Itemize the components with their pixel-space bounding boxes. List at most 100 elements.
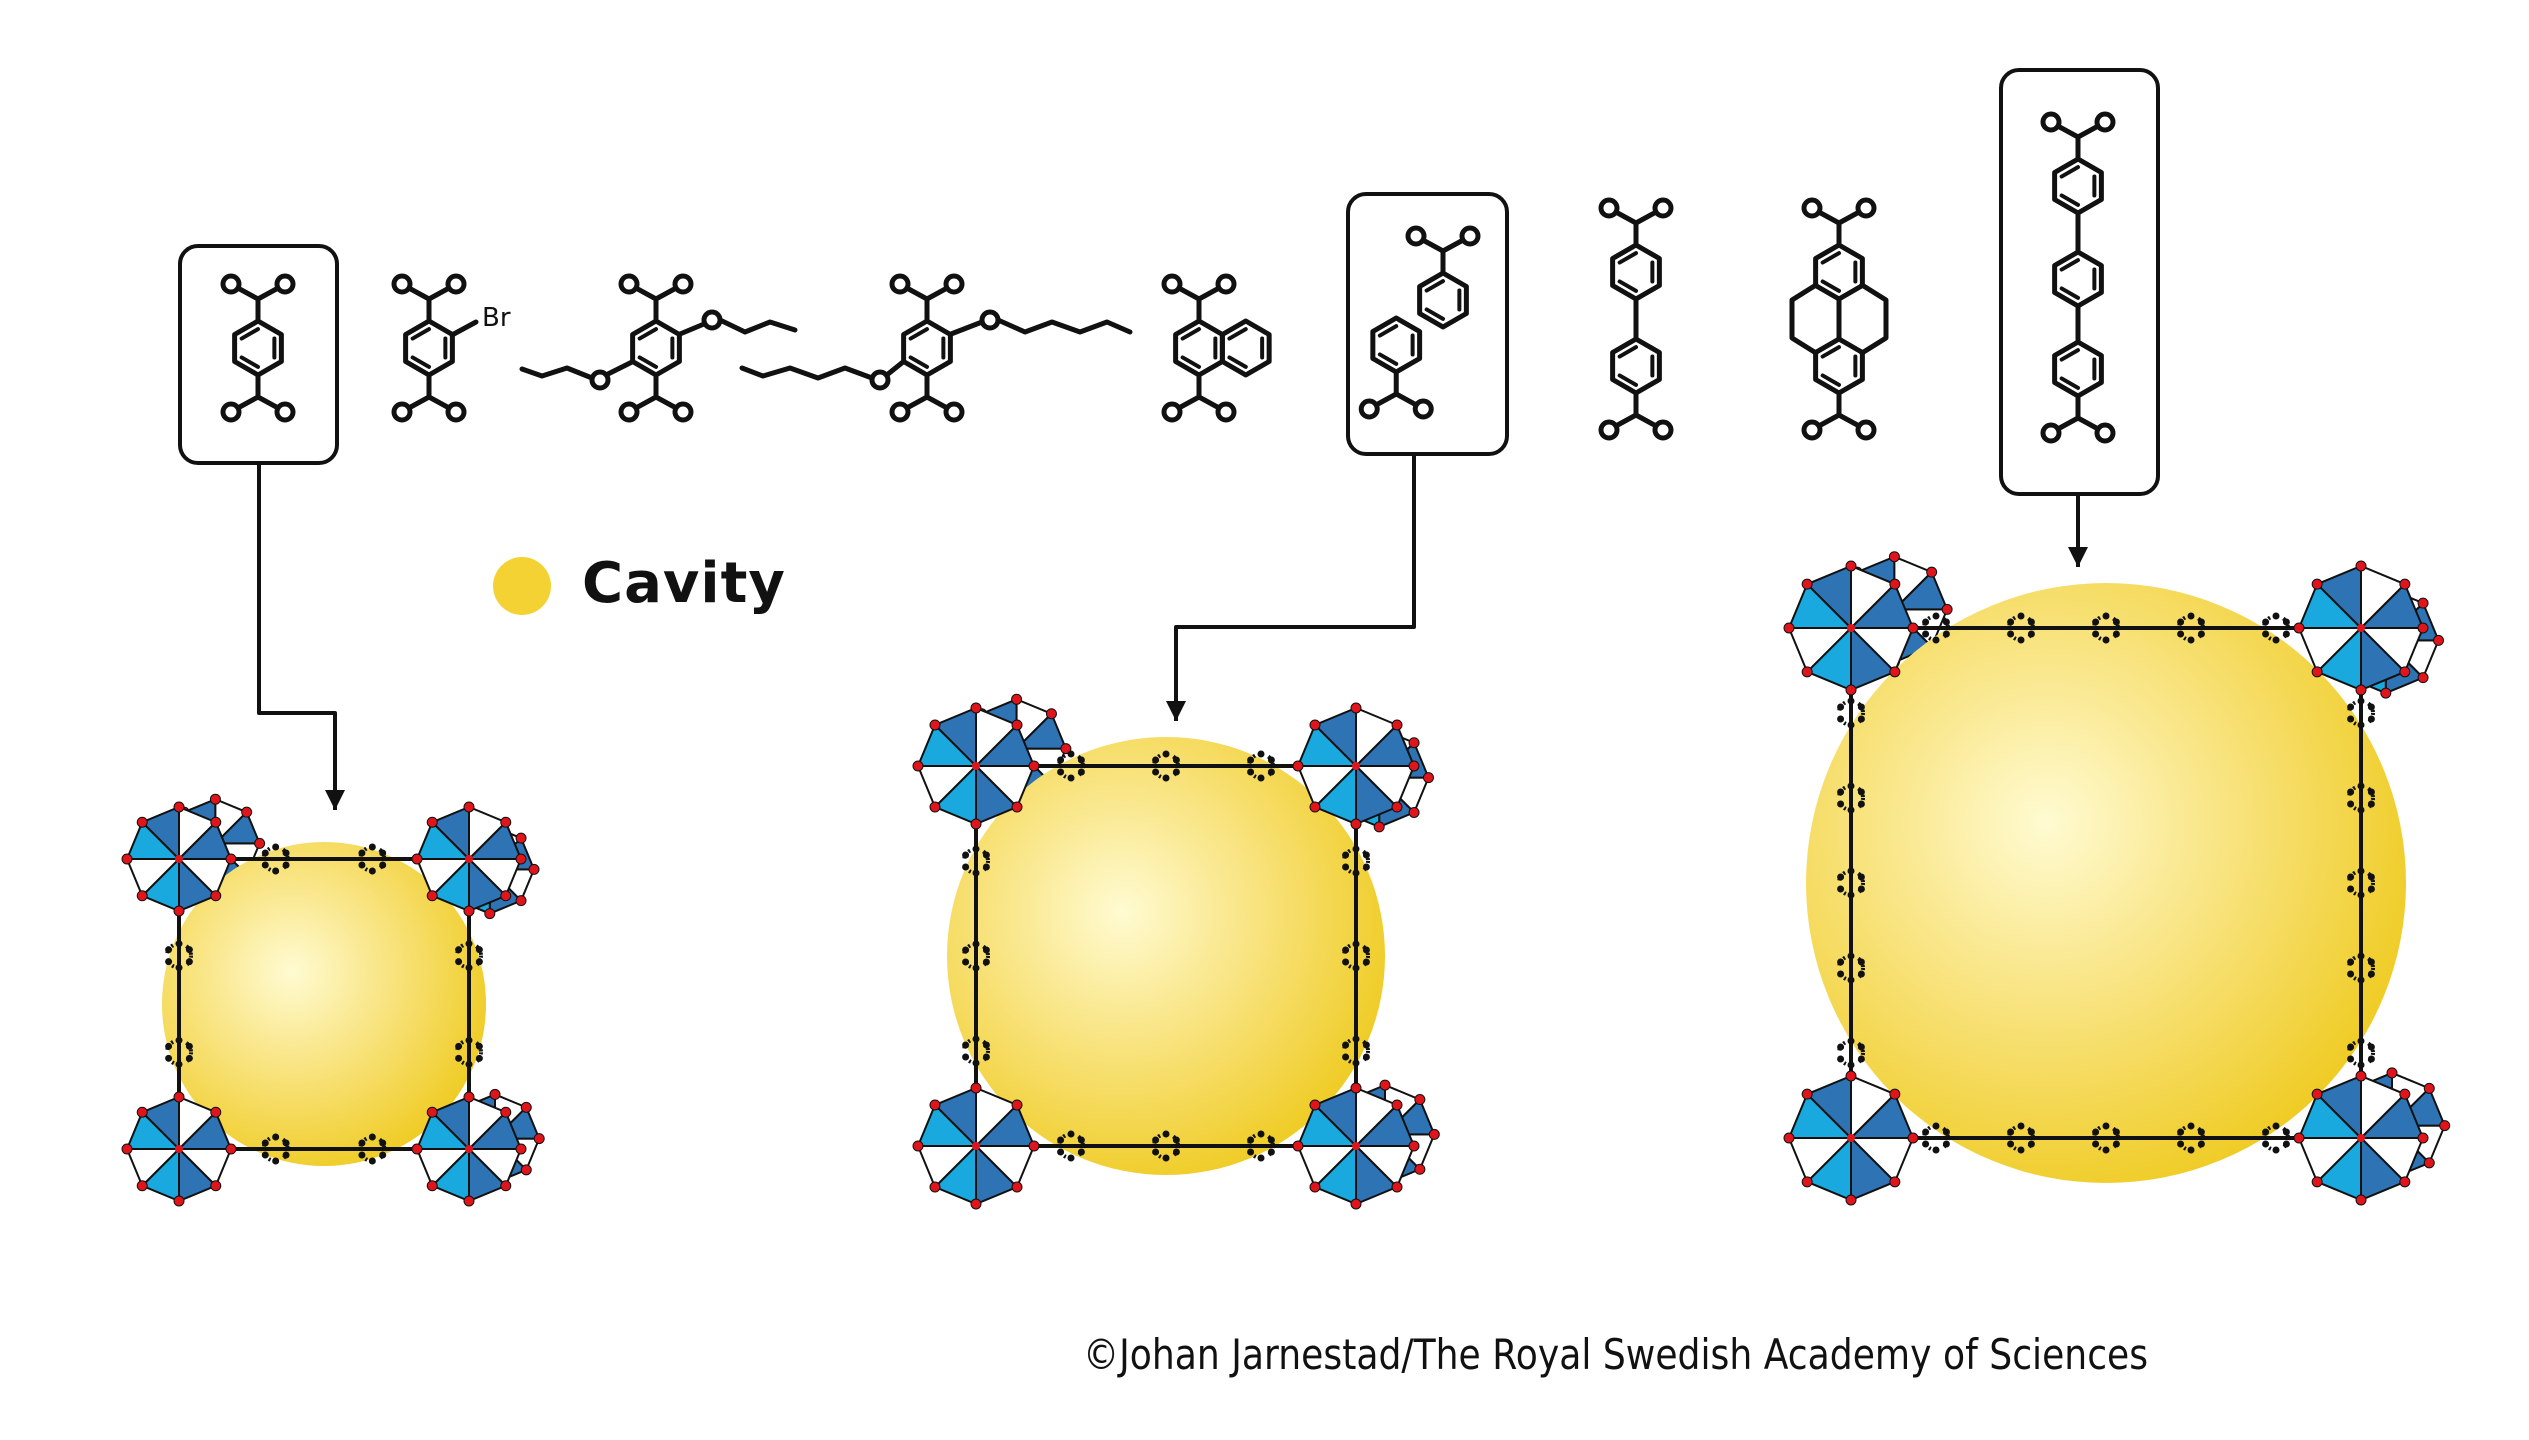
carbon-atom	[1077, 1136, 1085, 1144]
carbon-atom	[2367, 970, 2375, 978]
carbon-atom	[1362, 1053, 1370, 1061]
double-bond	[1820, 279, 1841, 293]
oxygen-atom	[1412, 398, 1434, 420]
oxygen-atom	[1391, 801, 1403, 813]
linker-bromo-bdc	[391, 273, 479, 423]
br-bond	[449, 319, 479, 338]
mof-small-bdc	[121, 793, 545, 1207]
oxygen-atom	[1060, 743, 1072, 755]
oxygen-atom	[1408, 737, 1420, 749]
double-bond	[2059, 165, 2080, 179]
cluster-facet	[2358, 1092, 2425, 1139]
carbon-atom	[982, 958, 990, 966]
oxygen-atom	[1309, 1181, 1321, 1193]
oxygen-atom	[1889, 666, 1901, 678]
oxygen-atom	[136, 890, 148, 902]
cavity-legend-label: Cavity	[582, 551, 786, 616]
oxygen-atom	[1309, 1099, 1321, 1111]
carbon-atom	[982, 946, 990, 954]
mof-medium-naphthalene	[912, 693, 1440, 1210]
oxygen-atom	[929, 801, 941, 813]
cavity-sphere	[162, 842, 486, 1166]
carbon-atom	[1067, 750, 1075, 758]
carbon-atom	[1932, 636, 1940, 644]
carbon-atom	[2112, 630, 2120, 638]
oxygen-atom	[1215, 273, 1237, 295]
double-bond	[1377, 352, 1399, 366]
linker-strut	[2347, 628, 2375, 1138]
carbon-atom	[379, 1151, 387, 1159]
carbon-atom	[455, 1042, 463, 1050]
cluster-facet	[973, 723, 1036, 767]
carbon-atom	[1847, 697, 1855, 705]
carbon-atom	[1837, 788, 1845, 796]
oxygen-atom	[2439, 1120, 2451, 1132]
oxygen-atom	[445, 273, 467, 295]
carbon-atom	[1067, 774, 1075, 782]
carbon-atom	[2357, 721, 2365, 729]
oxygen-atom	[1350, 702, 1362, 714]
carbon-atom	[1857, 800, 1865, 808]
carbon-atom	[1857, 703, 1865, 711]
oxygen-atom	[533, 1133, 545, 1145]
carbon-atom	[1352, 964, 1360, 972]
linker-box-naphthalene	[1346, 192, 1509, 456]
carbon-atom	[2007, 618, 2015, 626]
bond	[948, 319, 985, 337]
linker-strut	[1851, 612, 2361, 644]
oxygen-atom	[1907, 1132, 1919, 1144]
carbon-atom	[1162, 750, 1170, 758]
linker-bdc-selected	[220, 273, 296, 423]
oxygen-atom	[463, 1091, 475, 1103]
oxygen-atom	[1011, 1181, 1023, 1193]
oxygen-atom	[121, 853, 133, 865]
carbon-atom	[465, 1060, 473, 1068]
double-bond	[1820, 345, 1841, 359]
oxygen-atom	[2433, 634, 2444, 646]
double-bond	[2059, 376, 2080, 390]
oxygen-atom	[1408, 806, 1420, 818]
carbon-atom	[1362, 958, 1370, 966]
carbon-atom	[982, 851, 990, 859]
carbon-atom	[1922, 1140, 1930, 1148]
carbon-atom	[1057, 1148, 1065, 1156]
linker-box-bdc	[178, 244, 339, 465]
cluster-facet	[212, 810, 262, 845]
oxygen-atom	[2355, 1194, 2367, 1206]
carbon-atom	[175, 1036, 183, 1044]
zr-cluster	[2293, 1070, 2429, 1206]
oxygen-atom	[528, 863, 540, 875]
oxygen-atom	[465, 1145, 473, 1153]
oxygen-atom	[1801, 419, 1823, 441]
carbon-atom	[1247, 1136, 1255, 1144]
carbon-atom	[2102, 1122, 2110, 1130]
oxygen-atom	[1028, 1140, 1040, 1152]
oxygen-atom	[520, 1101, 532, 1113]
carbon-atom	[2272, 1122, 2280, 1130]
carbon-atom	[2357, 806, 2365, 814]
carbon-atom	[1837, 800, 1845, 808]
oxygen-atom	[672, 401, 694, 423]
oxygen-atom	[2357, 624, 2365, 632]
carbon-atom	[185, 958, 193, 966]
linker-molecules	[220, 111, 2116, 444]
oxygen-atom	[515, 1143, 527, 1155]
oxygen-atom	[1598, 419, 1620, 441]
zr-cluster	[1292, 1082, 1420, 1210]
oxygen-atom	[515, 853, 527, 865]
carbon-atom	[1837, 703, 1845, 711]
oxygen-atom	[2040, 111, 2062, 133]
oxygen-atom	[970, 702, 982, 714]
carbon-atom	[2092, 618, 2100, 626]
carbon-atom	[2027, 630, 2035, 638]
carbon-atom	[1067, 1154, 1075, 1162]
bromo-label: Br	[482, 303, 511, 333]
carbon-atom	[2177, 1140, 2185, 1148]
oxygen-atom	[1215, 401, 1237, 423]
carbon-atom	[1932, 1122, 1940, 1130]
carbon-atom	[1257, 774, 1265, 782]
carbon-atom	[2357, 1061, 2365, 1069]
double-bond	[2059, 286, 2080, 300]
carbon-atom	[1172, 756, 1180, 764]
carbon-atom	[2017, 612, 2025, 620]
